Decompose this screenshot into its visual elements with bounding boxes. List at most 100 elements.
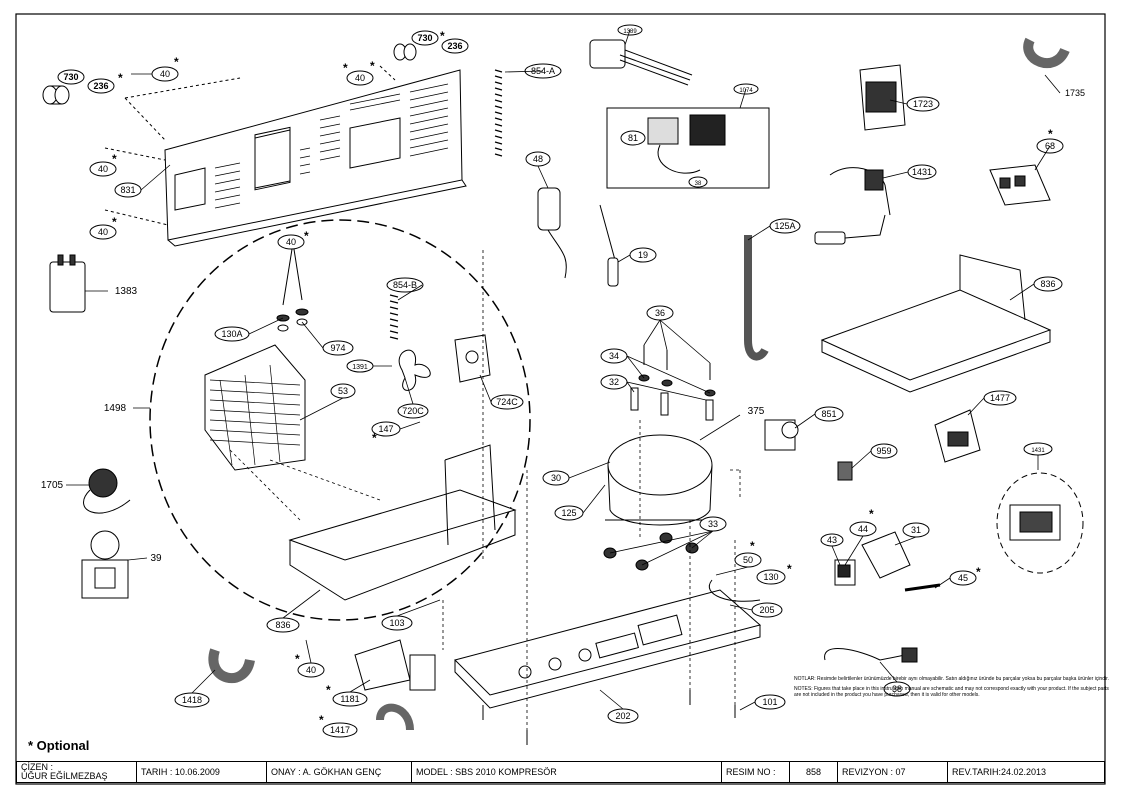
callout-1389: 1389 xyxy=(623,29,637,35)
callout-236b: 236 xyxy=(447,41,462,51)
asterisk: * xyxy=(112,152,117,166)
callout-19: 19 xyxy=(638,250,648,260)
asterisk: * xyxy=(440,29,445,43)
asterisk: * xyxy=(118,71,123,85)
callout-1383: 1383 xyxy=(115,286,138,297)
drawn-by-name: UĞUR EĞİLMEZBAŞ xyxy=(21,771,108,781)
kit-box-1074 xyxy=(606,107,770,189)
callout-40b: 40 xyxy=(355,73,365,83)
notes-english: NOTES: Figures that take place in this i… xyxy=(794,686,1109,698)
callout-974: 974 xyxy=(330,343,345,353)
notes-block: NOTLAR: Resimde belirtilenler ürünümüzde… xyxy=(794,676,1109,702)
asterisk: * xyxy=(787,562,792,576)
callout-130: 130 xyxy=(763,572,778,582)
cable-205 xyxy=(709,579,761,602)
callout-125a: 125A xyxy=(774,221,795,231)
title-cell-model: MODEL : SBS 2010 KOMPRESÖR xyxy=(412,762,722,782)
fan-motor-724C xyxy=(454,334,491,383)
callout-101: 101 xyxy=(762,697,777,707)
callout-720c: 720C xyxy=(402,406,424,416)
relay-851 xyxy=(764,419,799,451)
callout-40d: 40 xyxy=(98,227,108,237)
asterisk: * xyxy=(295,652,300,666)
title-cell-drawing-no: 858 xyxy=(790,762,838,782)
callout-43: 43 xyxy=(827,535,837,545)
callout-1723: 1723 xyxy=(913,99,933,109)
callout-202: 202 xyxy=(615,711,630,721)
callout-31: 31 xyxy=(911,525,921,535)
harness-1431 xyxy=(814,167,891,245)
thermostat-1477 xyxy=(934,409,981,463)
tube-125A xyxy=(744,235,769,361)
asterisk: * xyxy=(112,215,117,229)
callout-44: 44 xyxy=(858,524,868,534)
sleeves-32 xyxy=(630,387,714,421)
title-cell-date: TARIH : 10.06.2009 xyxy=(137,762,267,782)
callout-1391: 1391 xyxy=(352,364,368,371)
callout-1418: 1418 xyxy=(182,695,202,705)
sensor-19 xyxy=(599,204,619,287)
asterisk: * xyxy=(304,229,309,243)
asterisk: * xyxy=(869,507,874,521)
callout-36: 36 xyxy=(655,308,665,318)
callout-39: 39 xyxy=(150,553,162,564)
relay-1383 xyxy=(49,254,86,313)
compressor-30 xyxy=(605,434,720,526)
asterisk: * xyxy=(1048,127,1053,141)
callout-34: 34 xyxy=(609,351,619,361)
plug-38 xyxy=(901,647,918,663)
title-block: ÇİZEN : UĞUR EĞİLMEZBAŞ TARIH : 10.06.20… xyxy=(16,761,1105,783)
callout-53: 53 xyxy=(338,386,348,396)
callout-40e: 40 xyxy=(286,237,296,247)
callout-375: 375 xyxy=(748,406,765,417)
callout-1735: 1735 xyxy=(1065,88,1085,98)
callout-38: 38 xyxy=(892,684,902,694)
asterisk: * xyxy=(319,713,324,727)
base-plate-202 xyxy=(454,589,762,709)
valve-1181 xyxy=(354,639,436,691)
title-cell-revision: REVIZYON : 07 xyxy=(838,762,948,782)
callout-68: 68 xyxy=(1045,141,1055,151)
callout-32: 32 xyxy=(609,377,619,387)
callout-205: 205 xyxy=(759,605,774,615)
clip-959 xyxy=(837,461,853,481)
callout-125: 125 xyxy=(561,508,576,518)
spring-854-B xyxy=(389,294,399,340)
title-cell-approved: ONAY : A. GÖKHAN GENÇ xyxy=(267,762,412,782)
callout-1431a: 1431 xyxy=(912,167,932,177)
callout-1431b: 1431 xyxy=(1031,448,1045,454)
grommet-730-left xyxy=(42,85,70,105)
drawing-frame xyxy=(15,13,1106,785)
connector-68 xyxy=(989,164,1051,206)
title-cell-drawing-no-label: RESIM NO : xyxy=(722,762,790,782)
asterisk: * xyxy=(370,59,375,73)
callout-40f: 40 xyxy=(306,665,316,675)
callout-836a: 836 xyxy=(1040,279,1055,289)
harness-1431-box xyxy=(1009,504,1061,541)
callout-959: 959 xyxy=(876,446,891,456)
callout-851: 851 xyxy=(821,409,836,419)
callout-1477: 1477 xyxy=(990,393,1010,403)
evaporator-housing-836 xyxy=(288,444,517,601)
tray-836-top xyxy=(820,254,1052,393)
callout-45: 45 xyxy=(958,573,968,583)
callout-724c: 724C xyxy=(496,397,518,407)
callout-1074: 1074 xyxy=(739,88,753,94)
callout-831: 831 xyxy=(120,185,135,195)
relay-43-44 xyxy=(834,559,856,586)
callout-854a: 854-A xyxy=(531,66,555,76)
lamp-holder-39 xyxy=(81,530,129,599)
callout-236a: 236 xyxy=(93,81,108,91)
optional-legend: * Optional xyxy=(28,738,90,753)
callout-40c: 40 xyxy=(98,164,108,174)
callout-33: 33 xyxy=(708,519,718,529)
callout-103: 103 xyxy=(389,618,404,628)
hose-1417 xyxy=(376,703,414,731)
fan-1705 xyxy=(83,468,131,514)
callout-81: 81 xyxy=(628,133,638,143)
asterisk: * xyxy=(750,539,755,553)
fan-blade-720C xyxy=(398,349,431,391)
bolts-36 xyxy=(643,345,711,380)
control-card-1723 xyxy=(859,64,906,131)
